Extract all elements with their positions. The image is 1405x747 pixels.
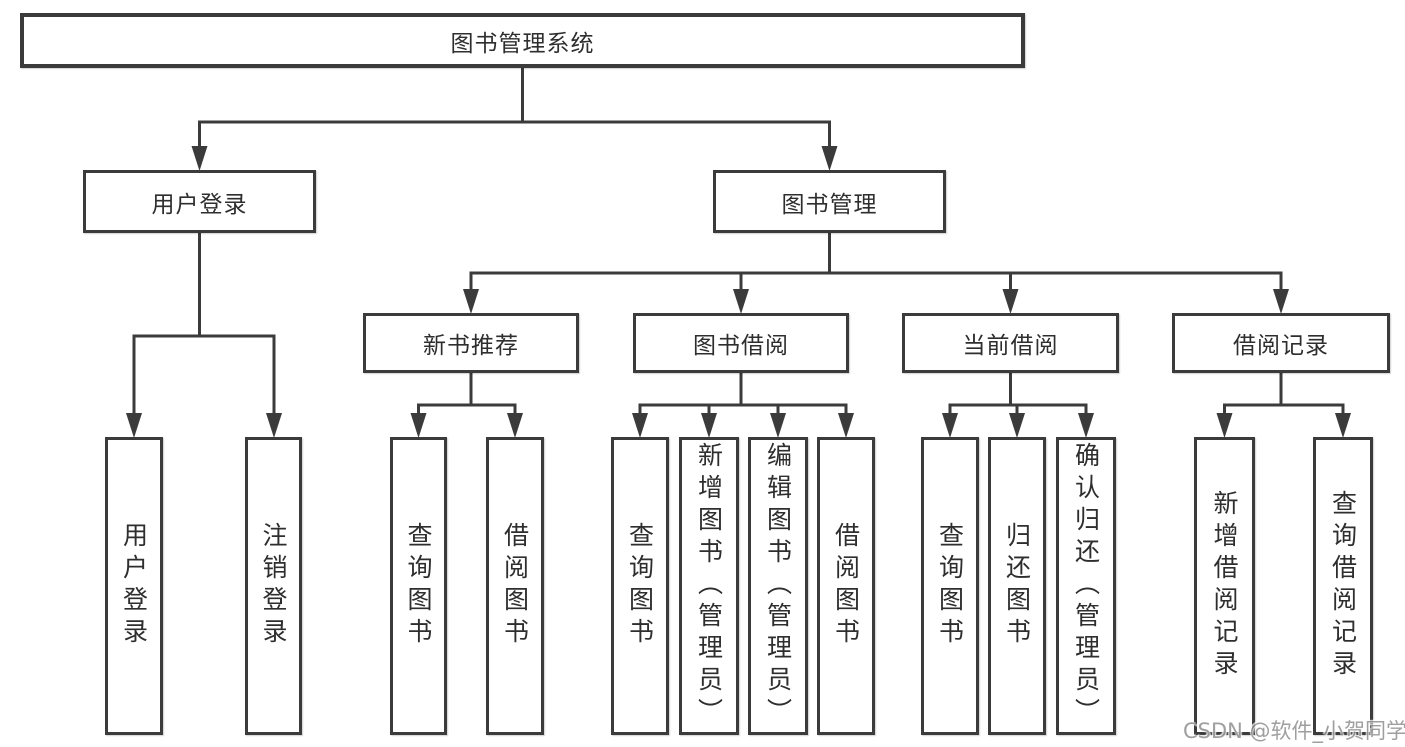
arrowhead-down-icon — [1002, 289, 1019, 314]
node-current-borrowing: 当前借阅 — [902, 313, 1119, 373]
node-book-borrowing: 图书借阅 — [633, 313, 849, 373]
leaf-edit-books-admin: 编辑图书（管理员） — [748, 437, 808, 735]
node-user-login: 用户登录 — [83, 170, 316, 233]
arrowhead-down-icon — [1078, 413, 1094, 438]
arrowhead-down-icon — [463, 289, 479, 314]
leaf-query-borrow-record: 查询借阅记录 — [1313, 437, 1373, 735]
leaf-borrow-books-recommend: 借阅图书 — [486, 437, 544, 735]
leaf-query-books-current: 查询图书 — [921, 437, 979, 735]
leaf-add-books-admin: 新增图书（管理员） — [679, 437, 739, 735]
arrowhead-down-icon — [838, 413, 854, 438]
arrowhead-down-icon — [632, 413, 648, 438]
arrowhead-down-icon — [410, 413, 427, 438]
arrowhead-down-icon — [1335, 413, 1351, 438]
arrowhead-down-icon — [733, 289, 749, 314]
arrowhead-down-icon — [507, 413, 523, 438]
arrowhead-down-icon — [1009, 413, 1025, 438]
node-book-management: 图书管理 — [713, 170, 946, 233]
leaf-logout: 注销登录 — [245, 437, 302, 735]
arrowhead-down-icon — [266, 413, 282, 438]
node-new-book-recommendation: 新书推荐 — [363, 313, 579, 373]
leaf-add-borrow-record: 新增借阅记录 — [1194, 437, 1255, 735]
arrowhead-down-icon — [126, 413, 142, 438]
leaf-user-login: 用户登录 — [105, 437, 163, 735]
leaf-return-books: 归还图书 — [988, 437, 1046, 735]
leaf-borrow-books: 借阅图书 — [817, 437, 875, 735]
arrowhead-down-icon — [1216, 413, 1233, 438]
arrowhead-down-icon — [942, 413, 958, 438]
node-library-management-system: 图书管理系统 — [20, 13, 1025, 68]
arrowhead-down-icon — [701, 413, 717, 438]
csdn-watermark: CSDN @软件_小贺同学 — [1183, 719, 1405, 743]
leaf-query-books-borrow: 查询图书 — [611, 437, 669, 735]
arrowhead-down-icon — [770, 413, 786, 438]
arrowhead-down-icon — [1273, 289, 1289, 314]
leaf-query-books-recommend: 查询图书 — [390, 437, 447, 735]
arrowhead-down-icon — [821, 146, 838, 171]
leaf-confirm-return-admin: 确认归还（管理员） — [1056, 437, 1116, 735]
node-borrowing-records: 借阅记录 — [1172, 313, 1390, 373]
arrowhead-down-icon — [191, 146, 208, 171]
